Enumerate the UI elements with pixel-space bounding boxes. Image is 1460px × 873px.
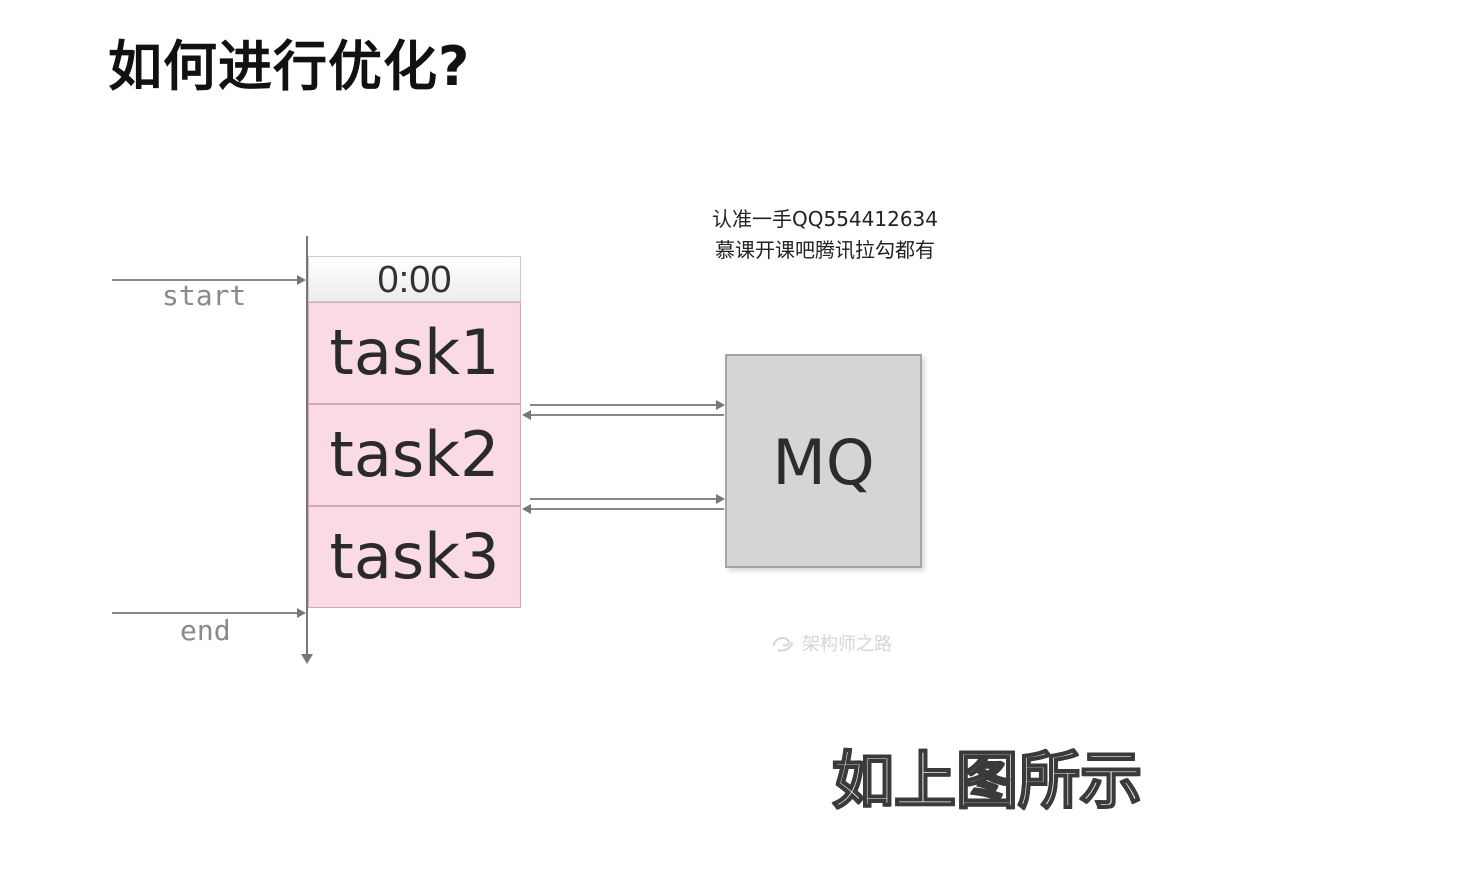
connector-2-return-line [531,508,724,510]
contact-watermark: 认准一手QQ554412634 慕课开课吧腾讯拉勾都有 [690,204,960,266]
mq-box: MQ [725,354,922,568]
watermark-line-1: 认准一手QQ554412634 [711,207,938,231]
end-label: end [180,614,231,647]
connector-1-forward-line [530,404,717,406]
connector-1-return-arrow-icon [522,410,531,420]
slide-subtitle: 如上图所示 [831,743,1143,818]
logo-watermark-text: 架构师之路 [802,634,892,655]
end-marker-line [112,612,298,614]
start-label: start [162,279,247,312]
task-cell-1: task1 [308,302,521,404]
connector-2-forward-arrow-icon [716,494,725,504]
start-marker-line [112,279,298,281]
time-cell: 0:00 [308,256,521,302]
logo-watermark: 架构师之路 [770,630,892,656]
time-axis-line [306,236,308,656]
connector-1-forward-arrow-icon [716,400,725,410]
connector-1-return-line [531,414,724,416]
end-marker-arrow-icon [297,608,306,618]
task-cell-3: task3 [308,506,521,608]
start-marker-arrow-icon [297,275,306,285]
slide-title: 如何进行优化? [108,35,471,98]
time-axis-arrow-icon [301,654,313,664]
watermark-line-2: 慕课开课吧腾讯拉勾都有 [715,238,935,262]
task-cell-2: task2 [308,404,521,506]
connector-2-forward-line [530,498,717,500]
connector-2-return-arrow-icon [522,504,531,514]
logo-swirl-icon [773,637,793,652]
